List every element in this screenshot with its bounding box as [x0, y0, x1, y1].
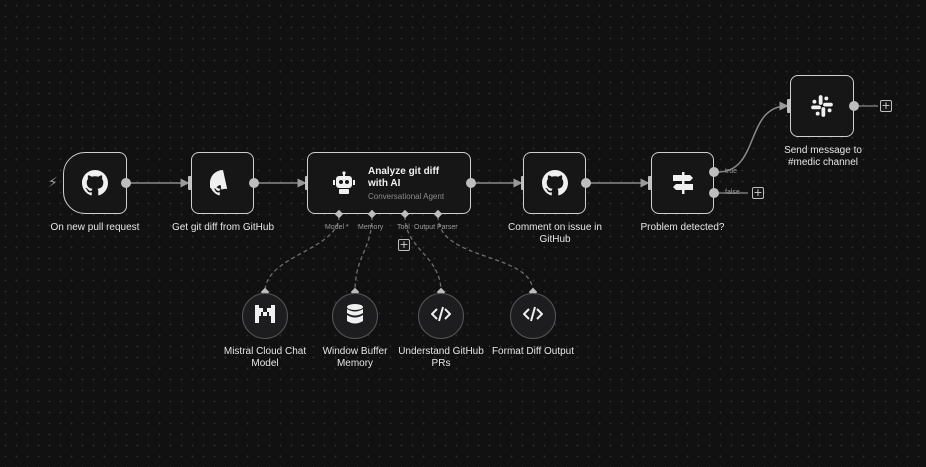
add-tool-button[interactable]: + — [398, 238, 410, 251]
code-icon — [522, 306, 544, 327]
wire-model — [264, 215, 340, 293]
node-on-new-pull-request[interactable] — [63, 152, 127, 214]
wire-tool — [404, 215, 442, 293]
mistral-icon — [255, 304, 275, 328]
output-port[interactable] — [249, 178, 259, 188]
true-branch-label: true — [725, 168, 738, 175]
node-label: Send message to #medic channel — [784, 145, 862, 168]
add-false-branch-button[interactable]: + — [752, 186, 764, 199]
true-output-port[interactable] — [709, 167, 719, 177]
node-label: Comment on issue in GitHub — [508, 222, 602, 245]
input-port[interactable] — [648, 176, 652, 190]
node-window-buffer-memory[interactable] — [332, 293, 378, 339]
signpost-icon — [669, 169, 697, 197]
node-label: Problem detected? — [640, 222, 725, 233]
node-understand-github-prs[interactable] — [418, 293, 464, 339]
wire-problem-slack — [717, 101, 789, 173]
node-send-slack-message[interactable] — [790, 75, 854, 137]
code-icon — [430, 306, 452, 327]
slack-icon — [808, 92, 836, 120]
false-output-port[interactable] — [709, 188, 719, 198]
output-port[interactable] — [466, 178, 476, 188]
node-label: Understand GitHub PRs — [398, 346, 484, 369]
node-problem-detected[interactable] — [651, 152, 714, 214]
node-label: Mistral Cloud Chat Model — [223, 346, 307, 369]
agent-subtitle: Conversational Agent — [368, 191, 445, 201]
database-icon — [346, 303, 364, 330]
input-port[interactable] — [787, 99, 791, 113]
trigger-bolt-icon: ⚡ — [48, 175, 58, 191]
output-port[interactable] — [121, 178, 131, 188]
node-format-diff-output[interactable] — [510, 293, 556, 339]
node-label: On new pull request — [50, 222, 140, 233]
node-comment-on-issue[interactable] — [523, 152, 586, 214]
node-analyze-git-diff-agent[interactable]: Analyze git diff with AI Conversational … — [307, 152, 471, 214]
node-label: Get git diff from GitHub — [171, 222, 275, 233]
github-icon — [541, 169, 569, 197]
node-label: Window Buffer Memory — [322, 346, 388, 369]
tool-port-label: Tool — [397, 224, 410, 231]
output-port[interactable] — [849, 101, 859, 111]
model-port-label: Model * — [325, 224, 349, 231]
memory-port-label: Memory — [358, 224, 384, 231]
node-get-git-diff[interactable] — [191, 152, 254, 214]
wire-parser — [437, 215, 534, 293]
input-port[interactable] — [188, 176, 192, 190]
github-icon — [81, 169, 109, 197]
robot-icon — [330, 169, 358, 197]
github-icon — [209, 169, 237, 197]
node-label: Format Diff Output — [491, 346, 575, 357]
false-branch-label: false — [725, 189, 740, 196]
output-parser-port-label: Output Parser — [414, 224, 458, 231]
wire-memory — [354, 215, 373, 293]
agent-title: Analyze git diff with AI — [368, 165, 440, 189]
add-node-button[interactable]: + — [880, 99, 892, 112]
node-mistral-cloud-chat-model[interactable] — [242, 293, 288, 339]
output-port[interactable] — [581, 178, 591, 188]
